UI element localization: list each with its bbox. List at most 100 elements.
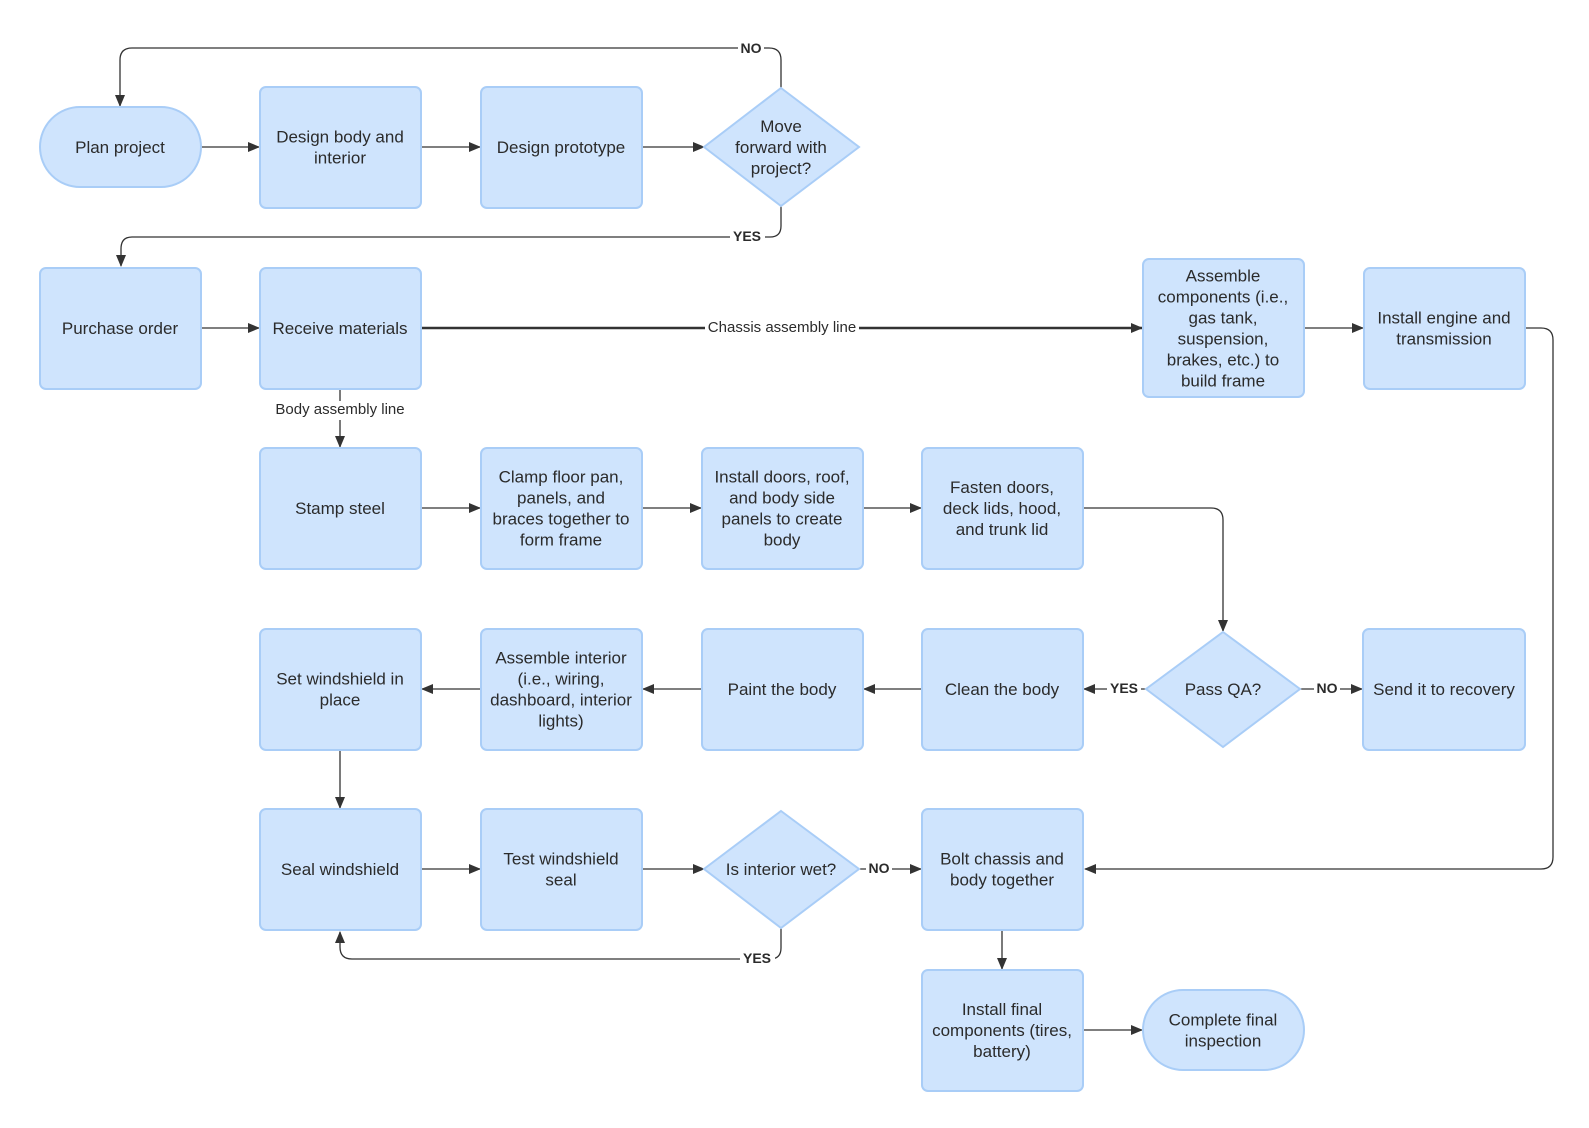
node-label-line: components (tires, (932, 1021, 1072, 1040)
node-label-line: Install doors, roof, (714, 468, 849, 487)
node-label-line: Install engine and (1377, 309, 1510, 328)
node-label-line: (i.e., wiring, (518, 670, 605, 689)
node-paint-body[interactable]: Paint the body (701, 628, 864, 751)
node-design-body[interactable]: Design body and interior (259, 86, 422, 209)
node-label-line: Install final (962, 1000, 1042, 1019)
node-label-line: and body side (729, 489, 835, 508)
edge-label-qa-no: NO (1317, 680, 1338, 696)
node-label-line: body (764, 531, 801, 550)
node-clamp-floor[interactable]: Clamp floor pan, panels, and braces togeth… (480, 447, 643, 570)
decision-pass-qa[interactable]: Pass QA? (1144, 630, 1302, 749)
node-send-recovery[interactable]: Send it to recovery (1362, 628, 1526, 751)
node-label-line: brakes, etc.) to (1167, 351, 1279, 370)
node-label: Clamp floor pan, panels, and braces togeth… (492, 468, 629, 550)
node-label-line: Design body and (276, 128, 404, 147)
node-label-line: transmission (1396, 330, 1491, 349)
node-label: Seal windshield (281, 860, 399, 879)
edge-wet-yes-to-seal (335, 928, 782, 960)
node-assemble-interior[interactable]: Assemble interior(i.e., wiring,dashboard… (480, 628, 643, 751)
node-label-line: Clean the body (945, 680, 1060, 699)
node-label-line: Clamp floor pan, (499, 468, 624, 487)
label-bg (270, 401, 410, 420)
edge-label-move-yes: YES (733, 228, 761, 244)
edge-label-chassis-line: Chassis assembly line (708, 319, 856, 336)
node-receive-materials[interactable]: Receive materials (259, 267, 422, 390)
node-purchase-order[interactable]: Purchase order (39, 267, 202, 390)
node-label-line: Receive materials (272, 319, 407, 338)
node-label-line: Complete final (1169, 1011, 1278, 1030)
node-label-line: Purchase order (62, 319, 179, 338)
node-label: Install engine and transmission (1377, 309, 1510, 349)
node-label-line: Send it to recovery (1373, 680, 1515, 699)
node-label: Assemble interior(i.e., wiring,dashboard… (490, 649, 632, 731)
decision-move-forward[interactable]: Move forward with project? (702, 86, 861, 208)
node-label-line: build frame (1181, 372, 1265, 391)
node-label: Send it to recovery (1373, 680, 1515, 699)
connectors: NO YES Chassis assembly line Body assemb… (115, 39, 1554, 1035)
label-bg (1314, 680, 1340, 697)
label-bg (1107, 680, 1141, 697)
node-label-line: Is interior wet? (726, 860, 837, 879)
edge-move-yes-to-purchase (116, 206, 782, 267)
label-bg (730, 228, 765, 245)
node-label: Is interior wet? (726, 860, 837, 879)
node-fasten-doors[interactable]: Fasten doors,deck lids, hood,and trunk l… (921, 447, 1084, 570)
edge-label-body-line: Body assembly line (275, 401, 404, 418)
node-label-line: form frame (520, 531, 602, 550)
node-label-line: lights) (538, 712, 583, 731)
node-label-line: panels, and (517, 489, 605, 508)
node-label-line: components (i.e., (1158, 288, 1288, 307)
node-label: Complete final inspection (1169, 1011, 1278, 1051)
node-label-line: deck lids, hood, (943, 499, 1061, 518)
node-label-line: seal (545, 871, 576, 890)
nodes: Plan project Design body and interior Des… (39, 86, 1526, 1092)
node-label: Design body and interior (276, 128, 404, 168)
node-design-prototype[interactable]: Design prototype (480, 86, 643, 209)
node-label-line: and trunk lid (956, 520, 1049, 539)
node-label-line: gas tank, (1189, 309, 1258, 328)
label-bg (738, 39, 764, 56)
node-label-line: dashboard, interior (490, 691, 632, 710)
node-plan-project[interactable]: Plan project (39, 106, 202, 188)
node-label-line: inspection (1185, 1032, 1262, 1051)
node-label-line: Bolt chassis and (940, 850, 1064, 869)
node-label-line: place (320, 691, 361, 710)
node-label: Fasten doors,deck lids, hood,and trunk l… (943, 478, 1061, 539)
node-label: Design prototype (497, 138, 626, 157)
edge-label-wet-no: NO (869, 860, 890, 876)
decision-interior-wet[interactable]: Is interior wet? (702, 809, 861, 930)
node-clean-body[interactable]: Clean the body (921, 628, 1084, 751)
edge-label-qa-yes: YES (1110, 680, 1138, 696)
node-label-line: interior (314, 149, 366, 168)
node-install-engine[interactable]: Install engine and transmission (1363, 267, 1526, 390)
node-label-line: project? (751, 159, 811, 178)
node-label: Move forward with project? (735, 117, 827, 178)
node-label-line: Plan project (75, 138, 165, 157)
edge-label-wet-yes: YES (743, 950, 771, 966)
node-label-line: braces together to (492, 510, 629, 529)
edge-label-move-no: NO (741, 40, 762, 56)
node-label-line: Seal windshield (281, 860, 399, 879)
node-seal-windshield[interactable]: Seal windshield (259, 808, 422, 931)
label-bg (740, 950, 775, 967)
node-stamp-steel[interactable]: Stamp steel (259, 447, 422, 570)
node-label-line: Move (760, 117, 802, 136)
node-label-line: Design prototype (497, 138, 626, 157)
node-label-line: forward with (735, 138, 827, 157)
node-final-inspection[interactable]: Complete final inspection (1142, 989, 1305, 1071)
node-label-line: suspension, (1178, 330, 1269, 349)
edge-engine-to-bolt (1084, 327, 1554, 874)
